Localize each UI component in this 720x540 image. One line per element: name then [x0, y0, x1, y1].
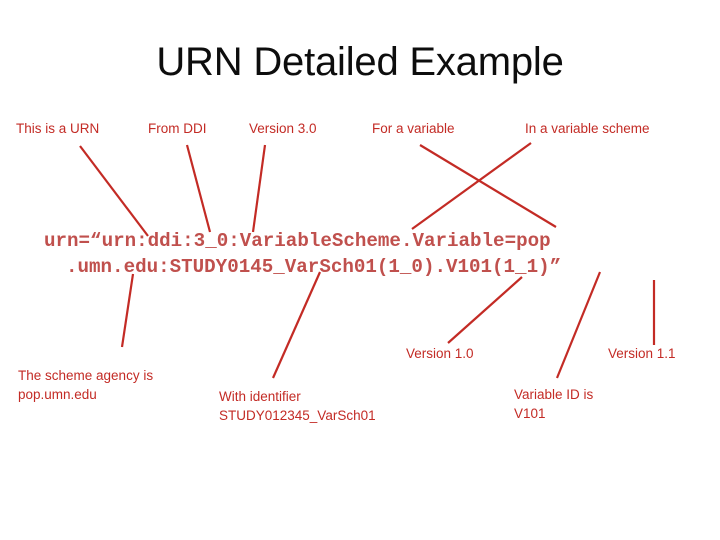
leader-for-a-variable	[419, 144, 557, 228]
annotation-version-1-0: Version 1.0	[406, 346, 474, 361]
leader-with-identifier	[271, 271, 322, 379]
annotation-this-is-a-urn: This is a URN	[16, 121, 100, 136]
urn-line-1: urn=“urn:ddi:3_0:VariableScheme.Variable…	[44, 230, 551, 252]
leader-this-is-a-urn	[79, 145, 149, 237]
annotation-for-a-variable: For a variable	[372, 121, 455, 136]
leader-in-a-variable-scheme	[411, 142, 532, 230]
annotation-scheme-agency: The scheme agency is pop.umn.edu	[18, 368, 154, 402]
annotation-variable-id: Variable ID is V101	[514, 387, 594, 421]
annotation-in-a-variable-scheme: In a variable scheme	[525, 121, 650, 136]
leader-version-3-0	[251, 144, 267, 233]
annotation-from-ddi: From DDI	[148, 121, 207, 136]
annotation-version-3-0: Version 3.0	[249, 121, 317, 136]
urn-line-2: .umn.edu:STUDY0145_VarSch01(1_0).V101(1_…	[66, 256, 562, 278]
annotation-version-1-1: Version 1.1	[608, 346, 676, 361]
urn-string: urn=“urn:ddi:3_0:VariableScheme.Variable…	[44, 228, 704, 280]
page-title: URN Detailed Example	[156, 40, 564, 84]
leader-scheme-agency	[120, 273, 135, 348]
leader-version-1-0	[447, 276, 523, 344]
annotation-with-identifier: With identifier STUDY012345_VarSch01	[219, 389, 376, 423]
leader-from-ddi	[185, 144, 212, 233]
leader-variable-id	[555, 271, 602, 379]
